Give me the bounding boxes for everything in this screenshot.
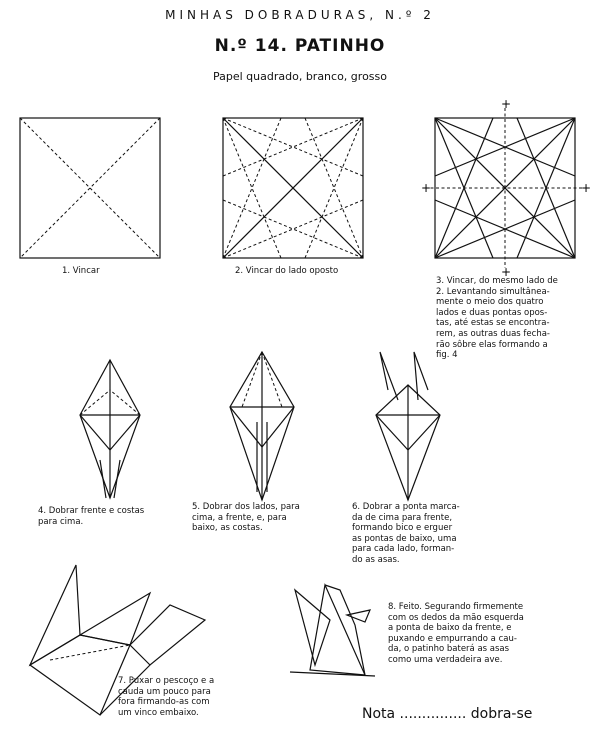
svg-text:+: + xyxy=(501,265,511,279)
step-5-caption: 5. Dobrar dos lados, para cima, a frente… xyxy=(192,502,300,534)
step-1-caption: 1. Vincar xyxy=(62,266,100,276)
step-7-caption: 7. Puxar o pescoço e a cauda um pouco pa… xyxy=(118,676,215,718)
figure-5-folded-sides xyxy=(229,350,295,502)
figure-6-wings-up xyxy=(375,351,441,502)
step-6-caption: 6. Dobrar a ponta marca- da de cima para… xyxy=(352,502,460,565)
svg-text:+: + xyxy=(581,181,591,195)
step-8-caption: 8. Feito. Segurando firmemente com os de… xyxy=(388,602,524,665)
svg-text:+: + xyxy=(421,181,431,195)
figure-1-square-diagonals xyxy=(19,117,161,259)
figure-2-square-creases xyxy=(222,117,364,259)
step-3-caption: 3. Vincar, do mesmo lado de 2. Levantand… xyxy=(436,276,558,361)
page-title: N.º 14. PATINHO xyxy=(214,36,386,56)
legend-note: Nota ............... dobra-se xyxy=(362,706,533,722)
figure-4-kite-base xyxy=(79,358,141,500)
series-header: MINHAS DOBRADURAS, N.º 2 xyxy=(165,8,435,22)
paper-subtitle: Papel quadrado, branco, grosso xyxy=(212,70,387,83)
figure-8-finished-duck xyxy=(289,582,376,677)
step-4-caption: 4. Dobrar frente e costas para cima. xyxy=(38,506,145,527)
figure-3-square-creases: + + + + xyxy=(421,97,591,279)
step-2-caption: 2. Vincar do lado oposto xyxy=(235,266,339,276)
svg-text:+: + xyxy=(501,97,511,111)
figure-7-duck-side xyxy=(28,564,207,716)
